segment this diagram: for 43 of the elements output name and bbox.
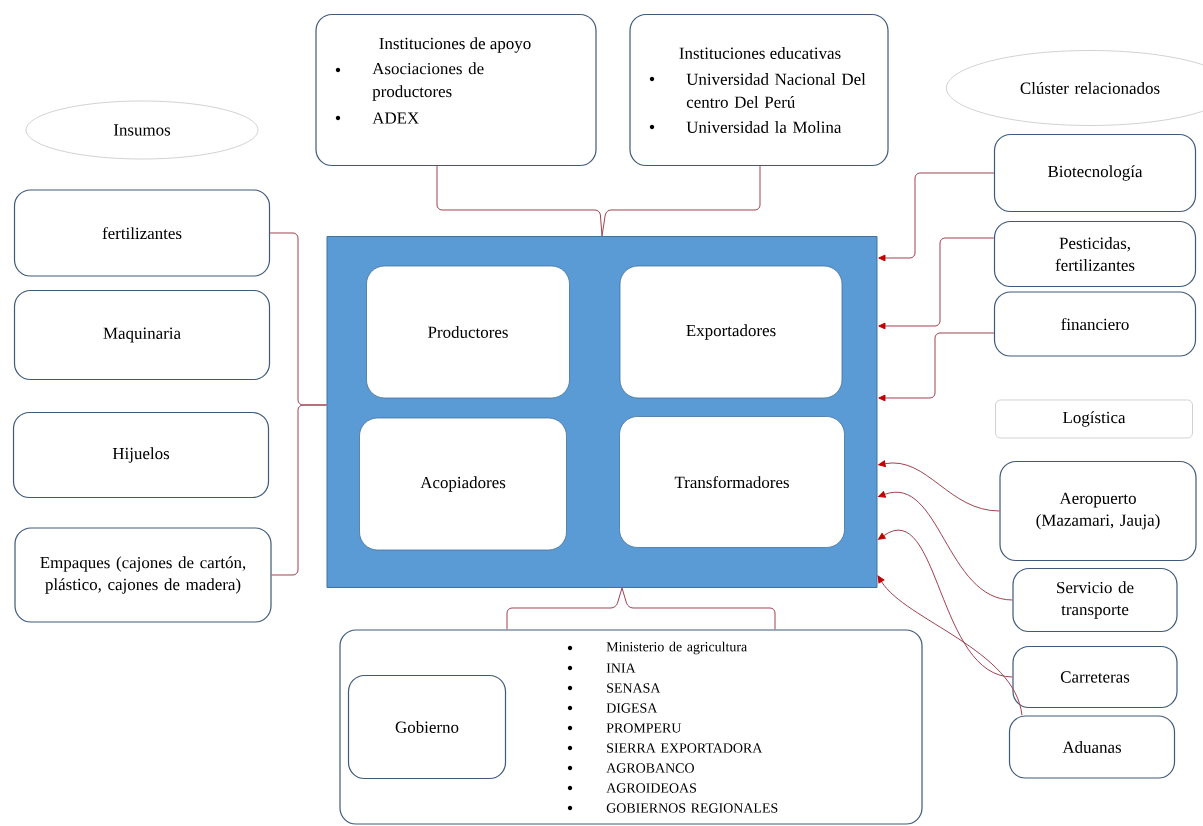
rounded-box: Hijuelos [12, 411, 270, 499]
bracket-line [506, 587, 776, 630]
rounded-box: Carreteras [1012, 645, 1178, 709]
connector-arrow [878, 172, 995, 262]
rounded-box: fertilizantes [13, 189, 271, 277]
bracket-line [436, 165, 603, 237]
list-item: PROMPERU [567, 723, 682, 733]
rounded-box: Maquinaria [13, 289, 271, 381]
list-item: INIA [567, 663, 636, 673]
rounded-box: Gobierno [347, 674, 507, 780]
list-item: Universidad la Molina [649, 121, 842, 133]
list-item: AGROIDEOAS [567, 783, 696, 793]
rounded-box: Pesticidas, fertilizantes [993, 220, 1197, 288]
list-item: SENASA [567, 683, 661, 693]
rounded-box: financiero [993, 291, 1197, 357]
connector-arrow [878, 237, 995, 330]
rounded-box: Aeropuerto (Mazamari, Jauja) [999, 460, 1197, 562]
bracket-line [601, 165, 761, 237]
list-item: GOBIERNOS REGIONALES [567, 803, 778, 813]
actor-box: Acopiadores [359, 417, 567, 551]
list-item: SIERRA EXPORTADORA [567, 743, 763, 753]
connector-arrow [878, 529, 1013, 678]
connector-arrow [878, 460, 1000, 512]
list-item: DIGESA [567, 703, 658, 713]
list-item: Universidad Nacional Del centro Del Perú [649, 73, 866, 108]
actor-box: Productores [366, 265, 570, 399]
heading-text: Instituciones de apoyo [379, 37, 531, 53]
list-item: AGROBANCO [567, 763, 694, 773]
rounded-box: Biotecnología [993, 133, 1197, 213]
connector-arrow [878, 491, 1013, 601]
list-item: Ministerio de agricultura [567, 641, 747, 655]
list-item: ADEX [335, 112, 419, 124]
rounded-box: Servicio de transporte [1012, 567, 1178, 633]
connector-arrow [877, 575, 1023, 716]
bracket-line [271, 404, 327, 576]
actor-box: Exportadores [619, 265, 843, 399]
rounded-box: Aduanas [1008, 715, 1176, 779]
connector-arrow [878, 332, 995, 402]
actor-box: Transformadores [619, 416, 845, 548]
heading-box: Logística [995, 399, 1193, 439]
list-item: Asociaciones de productores [335, 62, 484, 101]
rounded-box: Empaques (cajones de cartón, plástico, cajones de madera) [14, 527, 272, 623]
heading-text: Instituciones educativas [679, 47, 841, 59]
